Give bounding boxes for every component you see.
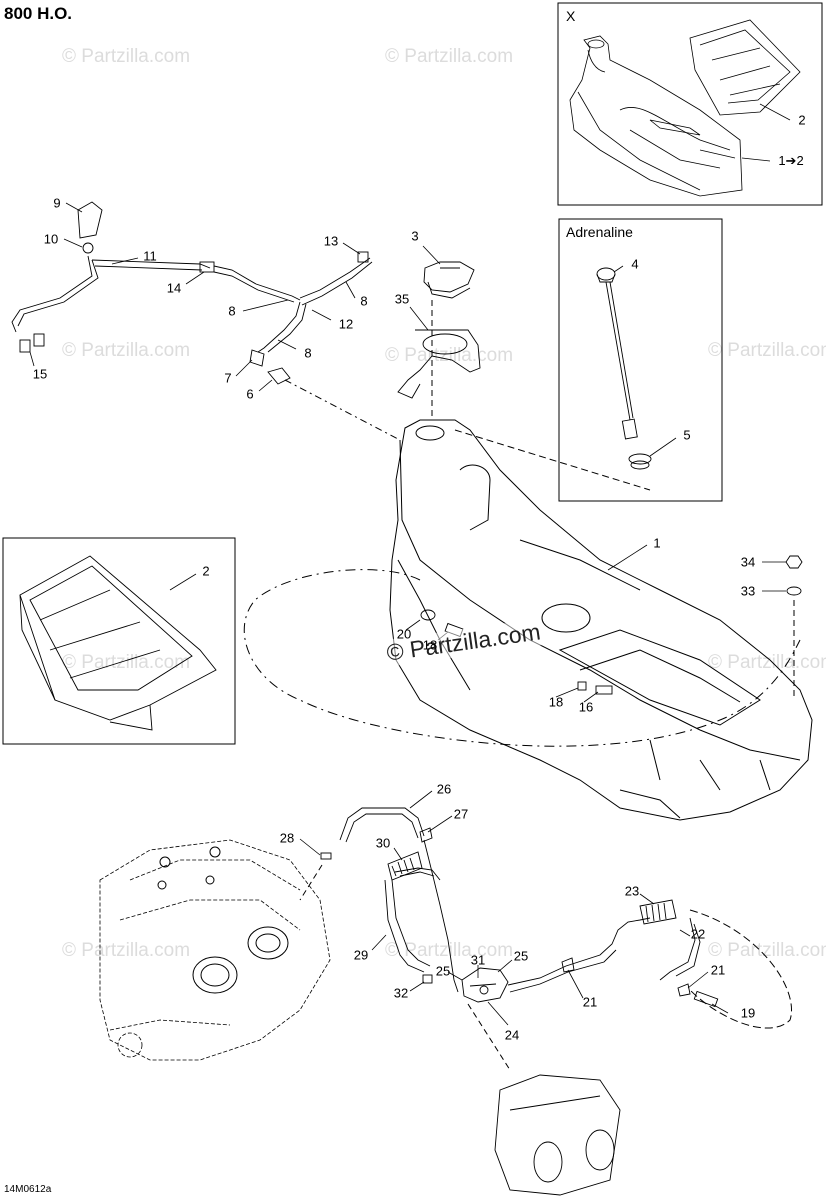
inset-x-frame — [557, 2, 823, 206]
clamps-drawing — [320, 827, 719, 1008]
callout-34: 34 — [740, 554, 756, 570]
callout-33: 33 — [740, 583, 756, 599]
leader-lines — [29, 103, 791, 1026]
callout-20: 20 — [396, 626, 412, 642]
vent-connector-line — [284, 379, 401, 441]
fuel-gauge-sender-drawing — [596, 267, 638, 440]
carb-connector-line — [467, 1003, 511, 1071]
callout-35: 35 — [394, 291, 410, 307]
callout-6: 6 — [246, 386, 254, 402]
callout-2: 2 — [202, 563, 210, 579]
callout-7: 7 — [224, 370, 232, 386]
callout-26: 26 — [436, 781, 452, 797]
callout-10: 10 — [43, 231, 59, 247]
engine-drawing — [99, 839, 331, 1061]
callout-25: 25 — [513, 948, 529, 964]
callout-25: 25 — [435, 963, 451, 979]
watermark: © Partzilla.com — [62, 940, 191, 961]
callout-22: 22 — [690, 926, 706, 942]
inset-adrenaline-title: Adrenaline — [566, 224, 633, 240]
tank-protector-drawing — [19, 555, 217, 731]
callout-18: 18 — [548, 694, 564, 710]
engine-intake-drawing — [157, 846, 289, 994]
callout-9: 9 — [53, 195, 61, 211]
callout-18: 18 — [422, 637, 438, 653]
callout-21: 21 — [582, 994, 598, 1010]
callout-8: 8 — [304, 345, 312, 361]
inset-x-fuel-tank-drawing — [569, 35, 743, 197]
watermark: © Partzilla.com — [62, 652, 191, 673]
callout-3: 3 — [411, 228, 419, 244]
callout-14: 14 — [166, 280, 182, 296]
inset-x-tank-protector-drawing — [689, 19, 801, 116]
fuel-cap-shroud-drawing — [397, 329, 481, 399]
watermark: © Partzilla.com — [385, 345, 514, 366]
callout-21: 21 — [710, 962, 726, 978]
callout-8: 8 — [360, 293, 368, 309]
diagram-title: 800 H.O. — [4, 4, 73, 23]
watermark: © Partzilla.com — [62, 46, 191, 67]
watermark: © Partzilla.com — [708, 340, 826, 361]
callout-30: 30 — [375, 835, 391, 851]
fuel-pump-drawing — [461, 967, 509, 1003]
reference-code: 14M0612a — [4, 1184, 52, 1195]
fuel-tank-drawing — [389, 419, 813, 821]
callout-2: 2 — [798, 112, 806, 128]
watermark: © Partzilla.com — [385, 46, 514, 67]
watermark: © Partzilla.com — [385, 940, 514, 961]
engine-connector-line — [299, 864, 323, 901]
watermark: © Partzilla.com — [708, 940, 826, 961]
callout-4: 4 — [631, 256, 639, 272]
fuel-cap-drawing — [423, 261, 475, 299]
inset-protector-frame — [2, 537, 236, 745]
callout-19: 19 — [740, 1005, 756, 1021]
callout-13: 13 — [323, 233, 339, 249]
carburetors-drawing — [494, 1074, 621, 1196]
gauge-connector-line — [454, 429, 651, 491]
inset-x-conversion-label: 1➔2 — [778, 153, 804, 168]
inset-adrenaline-frame — [558, 218, 723, 502]
callout-11: 11 — [143, 248, 157, 264]
grommet-drawing — [628, 453, 652, 470]
watermark: © Partzilla.com — [62, 340, 191, 361]
callout-15: 15 — [32, 366, 48, 382]
callout-8: 8 — [228, 303, 236, 319]
callout-5: 5 — [683, 427, 691, 443]
nut-washer-drawing — [785, 555, 803, 596]
callout-24: 24 — [504, 1027, 520, 1043]
callout-27: 27 — [453, 806, 469, 822]
vent-line-assembly-drawing — [11, 201, 373, 385]
inset-x-title: X — [566, 8, 576, 24]
watermark: © Partzilla.com — [708, 652, 826, 673]
fuel-return-loop — [689, 909, 792, 1029]
callout-31: 31 — [470, 952, 486, 968]
callout-29: 29 — [353, 947, 369, 963]
fuel-line-routing-loop — [243, 569, 801, 747]
fuel-filter-springs-drawing — [387, 851, 677, 925]
callout-1: 1 — [653, 535, 661, 551]
callout-23: 23 — [624, 883, 640, 899]
callout-12: 12 — [338, 316, 354, 332]
callout-16: 16 — [578, 699, 594, 715]
fuel-lines-drawing — [339, 807, 701, 993]
callout-32: 32 — [393, 985, 409, 1001]
callout-28: 28 — [279, 830, 295, 846]
